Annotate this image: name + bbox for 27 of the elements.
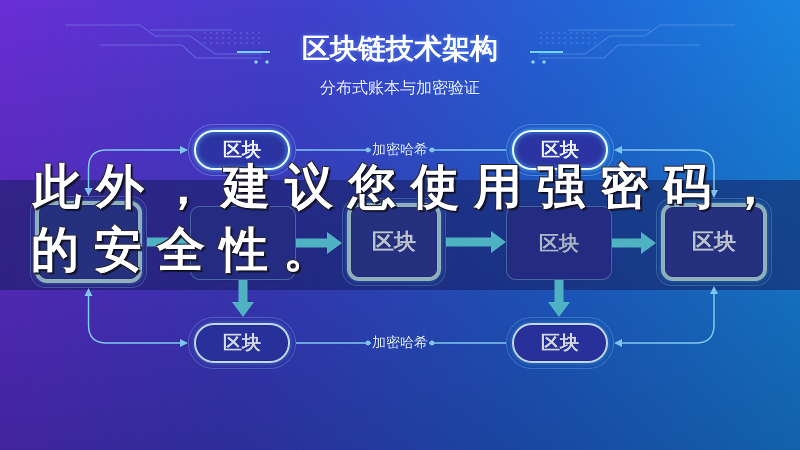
hash-label: 加密哈希 — [371, 334, 429, 352]
diagram-title: 区块链技术架构 — [302, 32, 498, 66]
block-arrow — [612, 232, 656, 254]
block-pill — [188, 317, 296, 369]
block-pill — [506, 317, 614, 369]
block-label: 区块 — [223, 331, 261, 356]
block-label: 区块 — [541, 331, 579, 356]
subtitle: 分布式账本与加密验证 — [320, 78, 480, 98]
arrow — [614, 146, 718, 198]
connector-line — [429, 340, 506, 346]
block-label: 区块 — [541, 138, 579, 163]
block-arrow — [548, 280, 570, 317]
block-arrow — [446, 231, 506, 253]
block-label: 区块 — [372, 229, 416, 257]
block-arrow — [296, 232, 342, 254]
block-label: 区块 — [539, 230, 579, 256]
hash-label: 加密哈希 — [371, 141, 429, 159]
overlay-caption: 此外，建议您使用强密码， — [33, 161, 789, 213]
connector-line — [296, 148, 371, 152]
connector-line — [429, 148, 506, 152]
connector-line — [296, 340, 371, 346]
arrow — [84, 288, 188, 347]
block-label: 区块 — [223, 138, 261, 162]
block-label: 区块 — [692, 229, 736, 257]
arrow — [84, 146, 188, 196]
block-arrow — [232, 280, 254, 317]
arrow — [614, 286, 718, 347]
